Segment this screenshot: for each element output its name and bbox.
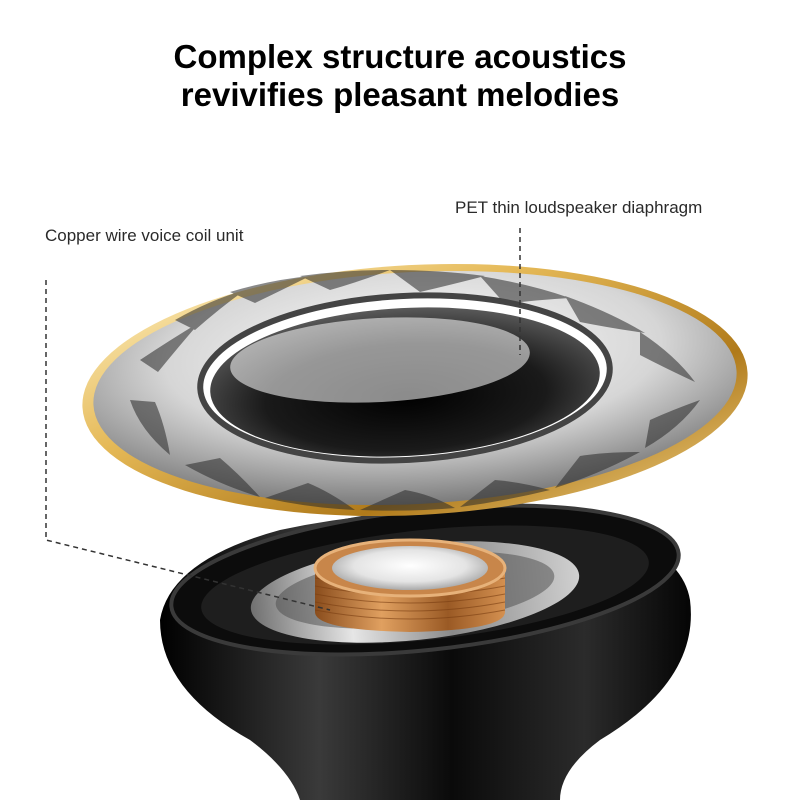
dome-highlight (230, 317, 530, 403)
headline-line-2: revivifies pleasant melodies (180, 76, 620, 113)
headline-line-1: Complex structure acoustics (173, 38, 627, 75)
callout-leaders (45, 228, 521, 611)
diaphragm-fins (130, 270, 700, 511)
leader-voice-coil (45, 280, 331, 611)
voice-coil-cap (332, 546, 488, 590)
callout-diaphragm: PET thin loudspeaker diaphragm (455, 198, 703, 217)
headline: Complex structure acoustics revivifies p… (0, 38, 800, 114)
callout-voice-coil: Copper wire voice coil unit (45, 226, 244, 245)
